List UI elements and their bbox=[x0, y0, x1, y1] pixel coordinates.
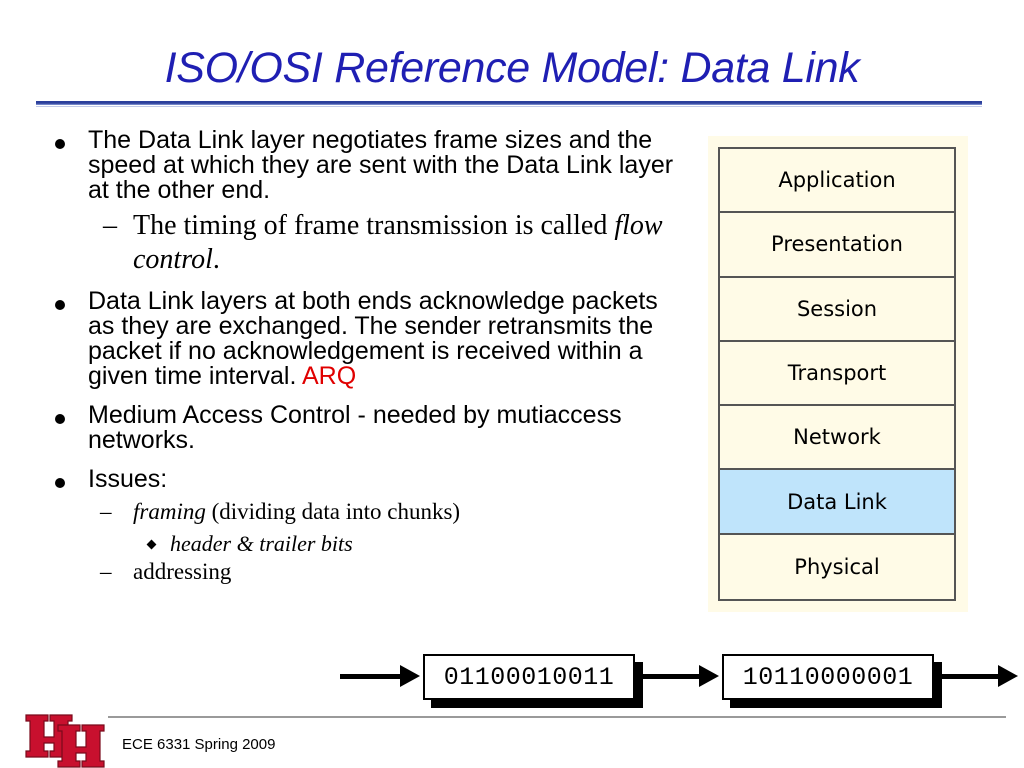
bullet-dot-icon bbox=[55, 414, 65, 424]
slide-title: ISO/OSI Reference Model: Data Link bbox=[164, 44, 860, 92]
subsub-bullet-item: header & trailer bits bbox=[50, 530, 690, 558]
bullet-item: Data Link layers at both ends acknowledg… bbox=[50, 289, 690, 389]
bullet-text: Issues: bbox=[88, 465, 168, 493]
bullet-dot-icon bbox=[55, 300, 65, 310]
bullet-list: The Data Link layer negotiates frame siz… bbox=[50, 128, 690, 586]
bullet-item: The Data Link layer negotiates frame siz… bbox=[50, 128, 690, 203]
sub-bullet-item: – framing (dividing data into chunks) bbox=[50, 498, 690, 526]
arrow-right-icon bbox=[400, 665, 420, 687]
arq-highlight: ARQ bbox=[302, 362, 357, 390]
bullet-text: Medium Access Control - needed by mutiac… bbox=[88, 401, 622, 454]
bullet-dot-icon bbox=[55, 139, 65, 149]
layer-transport: Transport bbox=[720, 341, 954, 407]
bullet-dot-icon bbox=[55, 478, 65, 488]
diamond-bullet-icon bbox=[146, 539, 157, 550]
sub-bullet-text: addressing bbox=[133, 559, 232, 584]
footer-divider bbox=[108, 716, 1006, 718]
title-underline-shadow bbox=[36, 106, 982, 107]
sub-bullet-item: – The timing of frame transmission is ca… bbox=[50, 209, 690, 277]
arrow-line bbox=[643, 674, 701, 679]
sub-bullet-period: . bbox=[212, 244, 220, 275]
bit-frame-2: 10110000001 bbox=[722, 654, 934, 700]
sub-bullet-emphasis: framing bbox=[133, 499, 206, 524]
bullet-text: Data Link layers at both ends acknowledg… bbox=[88, 287, 658, 390]
layer-application: Application bbox=[720, 149, 954, 214]
subsub-bullet-text: header & trailer bits bbox=[170, 531, 353, 556]
sub-bullet-text: (dividing data into chunks) bbox=[205, 499, 461, 524]
layer-presentation: Presentation bbox=[720, 213, 954, 278]
footer-text: ECE 6331 Spring 2009 bbox=[122, 736, 276, 753]
layer-network: Network bbox=[720, 406, 954, 471]
dash-icon: – bbox=[100, 559, 112, 584]
bullet-text: The Data Link layer negotiates frame siz… bbox=[88, 126, 674, 204]
layer-data-link: Data Link bbox=[720, 470, 954, 535]
osi-layer-stack: Application Presentation Session Transpo… bbox=[718, 147, 956, 602]
arrow-line bbox=[340, 674, 402, 679]
bullet-item: Medium Access Control - needed by mutiac… bbox=[50, 403, 690, 453]
sub-bullet-text: The timing of frame transmission is call… bbox=[133, 210, 615, 241]
bit-frame-1: 01100010011 bbox=[423, 654, 635, 700]
sub-bullet-emphasis: flow control bbox=[133, 210, 663, 275]
layer-session: Session bbox=[720, 277, 954, 342]
uh-logo-icon bbox=[25, 714, 105, 768]
arrow-right-icon bbox=[998, 665, 1018, 687]
layer-physical: Physical bbox=[720, 534, 954, 600]
sub-bullet-item: – addressing bbox=[50, 558, 690, 586]
arrow-right-icon bbox=[699, 665, 719, 687]
title-underline bbox=[36, 101, 982, 105]
dash-icon: – bbox=[103, 210, 117, 241]
dash-icon: – bbox=[100, 499, 112, 524]
arrow-line bbox=[942, 674, 1000, 679]
bullet-item: Issues: bbox=[50, 467, 690, 492]
